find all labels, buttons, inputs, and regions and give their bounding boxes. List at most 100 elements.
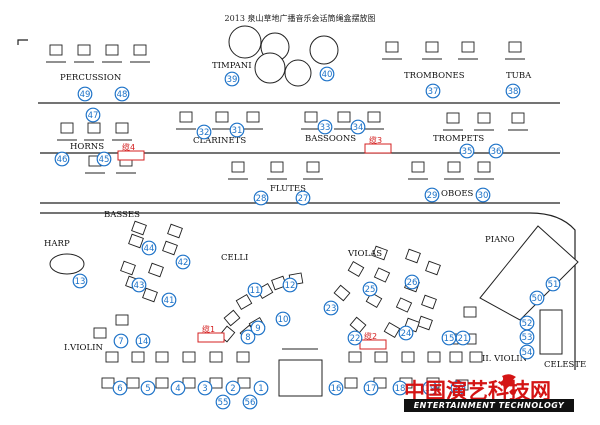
label-timpani: TIMPANI	[212, 61, 252, 71]
chair-seat	[425, 41, 439, 53]
timpani-drum	[284, 59, 312, 87]
mic-number: 21	[458, 334, 469, 344]
chair	[395, 297, 413, 313]
mic-number: 18	[395, 384, 406, 394]
mic-number: 41	[164, 296, 175, 306]
label-piano: PIANO	[485, 235, 515, 245]
chair-seat	[373, 267, 391, 283]
label-trombones: TROMBONES	[404, 71, 465, 81]
chair	[344, 377, 358, 389]
mic-circle	[363, 380, 379, 396]
mic-number: 30	[478, 191, 489, 201]
chair	[374, 351, 388, 363]
chair	[176, 111, 196, 130]
mic-marker-25: 25	[362, 281, 378, 297]
mic-circle	[161, 292, 177, 308]
chair	[382, 41, 402, 60]
chair-seat	[105, 351, 119, 363]
mic-number: 8	[245, 333, 250, 343]
mic-marker-23: 23	[323, 300, 339, 316]
cable-box: 缆2	[359, 331, 387, 350]
mic-marker-21: 21	[455, 330, 471, 346]
chair-seat	[337, 111, 351, 123]
chair-seat	[461, 41, 475, 53]
chair-seat	[383, 322, 401, 338]
mic-circle	[135, 333, 151, 349]
mic-circle	[404, 274, 420, 290]
chair-seat	[155, 377, 169, 389]
mic-number: 55	[218, 398, 229, 408]
label-violas: VIOLAS	[347, 249, 382, 259]
riser-corner	[17, 39, 28, 45]
mic-number: 19	[425, 384, 436, 394]
mic-number: 27	[298, 194, 309, 204]
chair	[333, 284, 351, 302]
mic-marker-56: 56	[242, 394, 258, 410]
chair	[228, 161, 248, 180]
mic-marker-22: 22	[347, 330, 363, 346]
chair-seat	[511, 112, 525, 124]
mic-number: 25	[365, 285, 376, 295]
chair-seat	[425, 260, 441, 276]
mic-marker-37: 37	[425, 83, 441, 99]
chair	[422, 41, 442, 60]
mic-circle	[141, 240, 157, 256]
mic-marker-49: 49	[77, 86, 93, 102]
mic-marker-45: 45	[96, 151, 112, 167]
chair-seat	[49, 44, 63, 56]
chair-seat	[374, 351, 388, 363]
chair	[444, 161, 464, 180]
chair	[46, 44, 66, 63]
mic-marker-51: 51	[545, 276, 561, 292]
mic-marker-18: 18	[392, 380, 408, 396]
chair-seat	[246, 111, 260, 123]
chair	[167, 223, 183, 239]
chair-seat	[385, 41, 399, 53]
chair-seat	[131, 351, 145, 363]
mic-number: 9	[255, 324, 260, 334]
timpani-drum	[228, 25, 262, 59]
chair	[383, 322, 401, 338]
chair	[401, 351, 415, 363]
chair	[243, 111, 263, 130]
chair	[303, 161, 323, 180]
chair	[130, 44, 150, 63]
mic-number: 50	[532, 294, 543, 304]
label-percussion: PERCUSSION	[60, 73, 122, 83]
mic-marker-27: 27	[295, 190, 311, 206]
chair-seat	[182, 351, 196, 363]
mic-marker-32: 32	[196, 124, 212, 140]
harp-shape	[49, 253, 85, 275]
chair-seat	[477, 161, 491, 173]
chair	[57, 122, 77, 141]
mic-number: 3	[202, 384, 207, 394]
chair-seat	[115, 314, 129, 326]
mic-marker-7: 7	[113, 333, 129, 349]
cable-label: 缆4	[122, 142, 135, 152]
mic-marker-28: 28	[253, 190, 269, 206]
mic-number: 28	[256, 194, 267, 204]
mic-marker-17: 17	[363, 380, 379, 396]
mic-circle	[224, 71, 240, 87]
mic-number: 4	[175, 384, 180, 394]
chair	[508, 112, 528, 131]
mic-number: 45	[99, 155, 110, 165]
mic-circle	[328, 380, 344, 396]
chair-seat	[395, 297, 413, 313]
mic-circle	[282, 277, 298, 293]
mic-number: 44	[144, 244, 155, 254]
chair-seat	[133, 44, 147, 56]
mic-marker-30: 30	[475, 187, 491, 203]
chair	[372, 245, 388, 261]
cable-box: 缆1	[197, 324, 225, 343]
chair-seat	[446, 112, 460, 124]
chair	[209, 351, 223, 363]
chair	[348, 351, 362, 363]
mic-circle	[519, 344, 535, 360]
mic-number: 11	[250, 286, 261, 296]
chair	[349, 316, 367, 334]
mic-number: 13	[75, 277, 86, 287]
mic-circle	[242, 394, 258, 410]
chair	[182, 351, 196, 363]
chair-seat	[304, 111, 318, 123]
